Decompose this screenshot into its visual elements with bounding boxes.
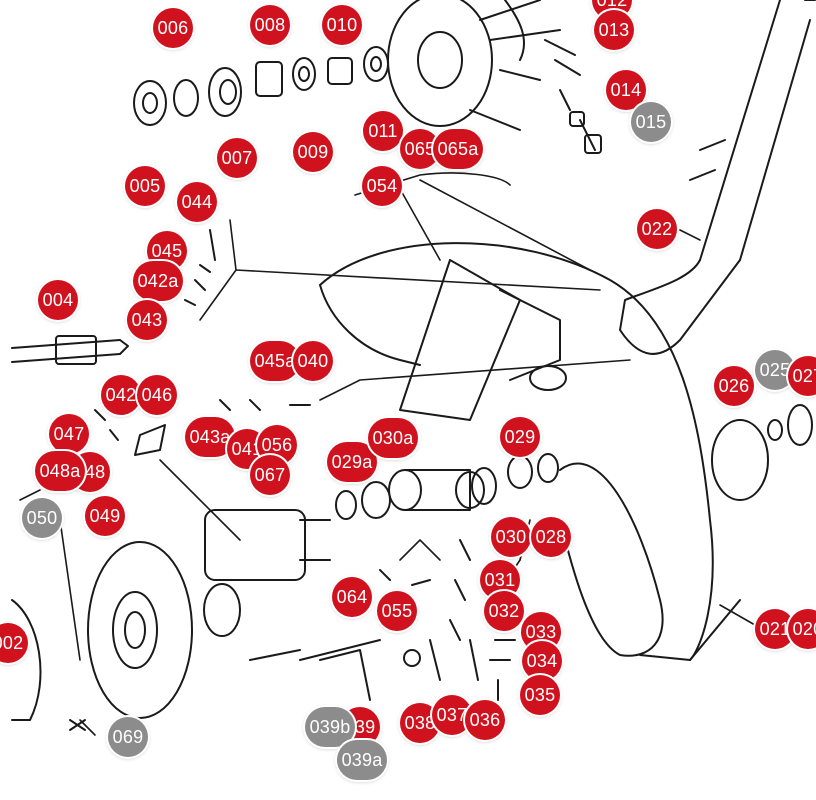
part-callout-048a[interactable]: 048a: [35, 451, 85, 491]
part-callout-055[interactable]: 055: [377, 591, 417, 631]
part-callout-009[interactable]: 009: [293, 132, 333, 172]
swingarm-drawing: [388, 259, 567, 511]
part-callout-029a[interactable]: 029a: [327, 442, 377, 482]
part-callout-006[interactable]: 006: [153, 8, 193, 48]
part-callout-036[interactable]: 036: [465, 700, 505, 740]
part-callout-065a[interactable]: 065a: [433, 129, 483, 169]
part-callout-045a[interactable]: 045a: [250, 341, 300, 381]
part-callout-042a[interactable]: 042a: [133, 261, 183, 301]
part-callout-005[interactable]: 005: [125, 166, 165, 206]
leader-lines: [19, 172, 756, 736]
part-callout-015[interactable]: 015: [631, 102, 671, 142]
part-callout-043[interactable]: 043: [127, 300, 167, 340]
part-callout-035[interactable]: 035: [520, 675, 560, 715]
part-callout-065[interactable]: 065: [400, 129, 440, 169]
part-callout-042[interactable]: 042: [101, 375, 141, 415]
part-callout-040[interactable]: 040: [293, 341, 333, 381]
part-callout-034[interactable]: 034: [522, 641, 562, 681]
part-callout-050[interactable]: 050: [22, 498, 62, 538]
part-callout-032[interactable]: 032: [484, 591, 524, 631]
part-callout-014[interactable]: 014: [606, 70, 646, 110]
bearings-drawing: [133, 39, 602, 154]
part-callout-029[interactable]: 029: [500, 417, 540, 457]
frame-drawing: [619, 0, 816, 355]
part-callout-020[interactable]: 020: [788, 609, 816, 649]
part-callout-008[interactable]: 008: [250, 5, 290, 45]
part-callout-069[interactable]: 069: [108, 717, 148, 757]
part-callout-064[interactable]: 064: [332, 577, 372, 617]
hub-drawing: [387, 0, 561, 131]
brake-drawing: [11, 404, 813, 721]
part-callout-027[interactable]: 027: [788, 356, 816, 396]
part-callout-049[interactable]: 049: [85, 496, 125, 536]
part-callout-028[interactable]: 028: [531, 517, 571, 557]
part-callout-030a[interactable]: 030a: [368, 418, 418, 458]
part-callout-030[interactable]: 030: [491, 517, 531, 557]
part-callout-047[interactable]: 047: [49, 414, 89, 454]
part-callout-044[interactable]: 044: [177, 182, 217, 222]
axle-drawing: [11, 335, 129, 365]
part-callout-004[interactable]: 004: [38, 280, 78, 320]
part-callout-039a[interactable]: 039a: [337, 740, 387, 780]
part-callout-011[interactable]: 011: [363, 111, 403, 151]
part-callout-046[interactable]: 046: [137, 375, 177, 415]
part-callout-007[interactable]: 007: [217, 138, 257, 178]
part-callout-043a[interactable]: 043a: [185, 417, 235, 457]
part-callout-067[interactable]: 067: [250, 455, 290, 495]
part-callout-039b[interactable]: 039b: [305, 707, 355, 747]
part-callout-010[interactable]: 010: [322, 5, 362, 45]
part-callout-054[interactable]: 054: [362, 166, 402, 206]
part-callout-013[interactable]: 013: [594, 10, 634, 50]
part-callout-022[interactable]: 022: [637, 209, 677, 249]
part-callout-026[interactable]: 026: [714, 366, 754, 406]
